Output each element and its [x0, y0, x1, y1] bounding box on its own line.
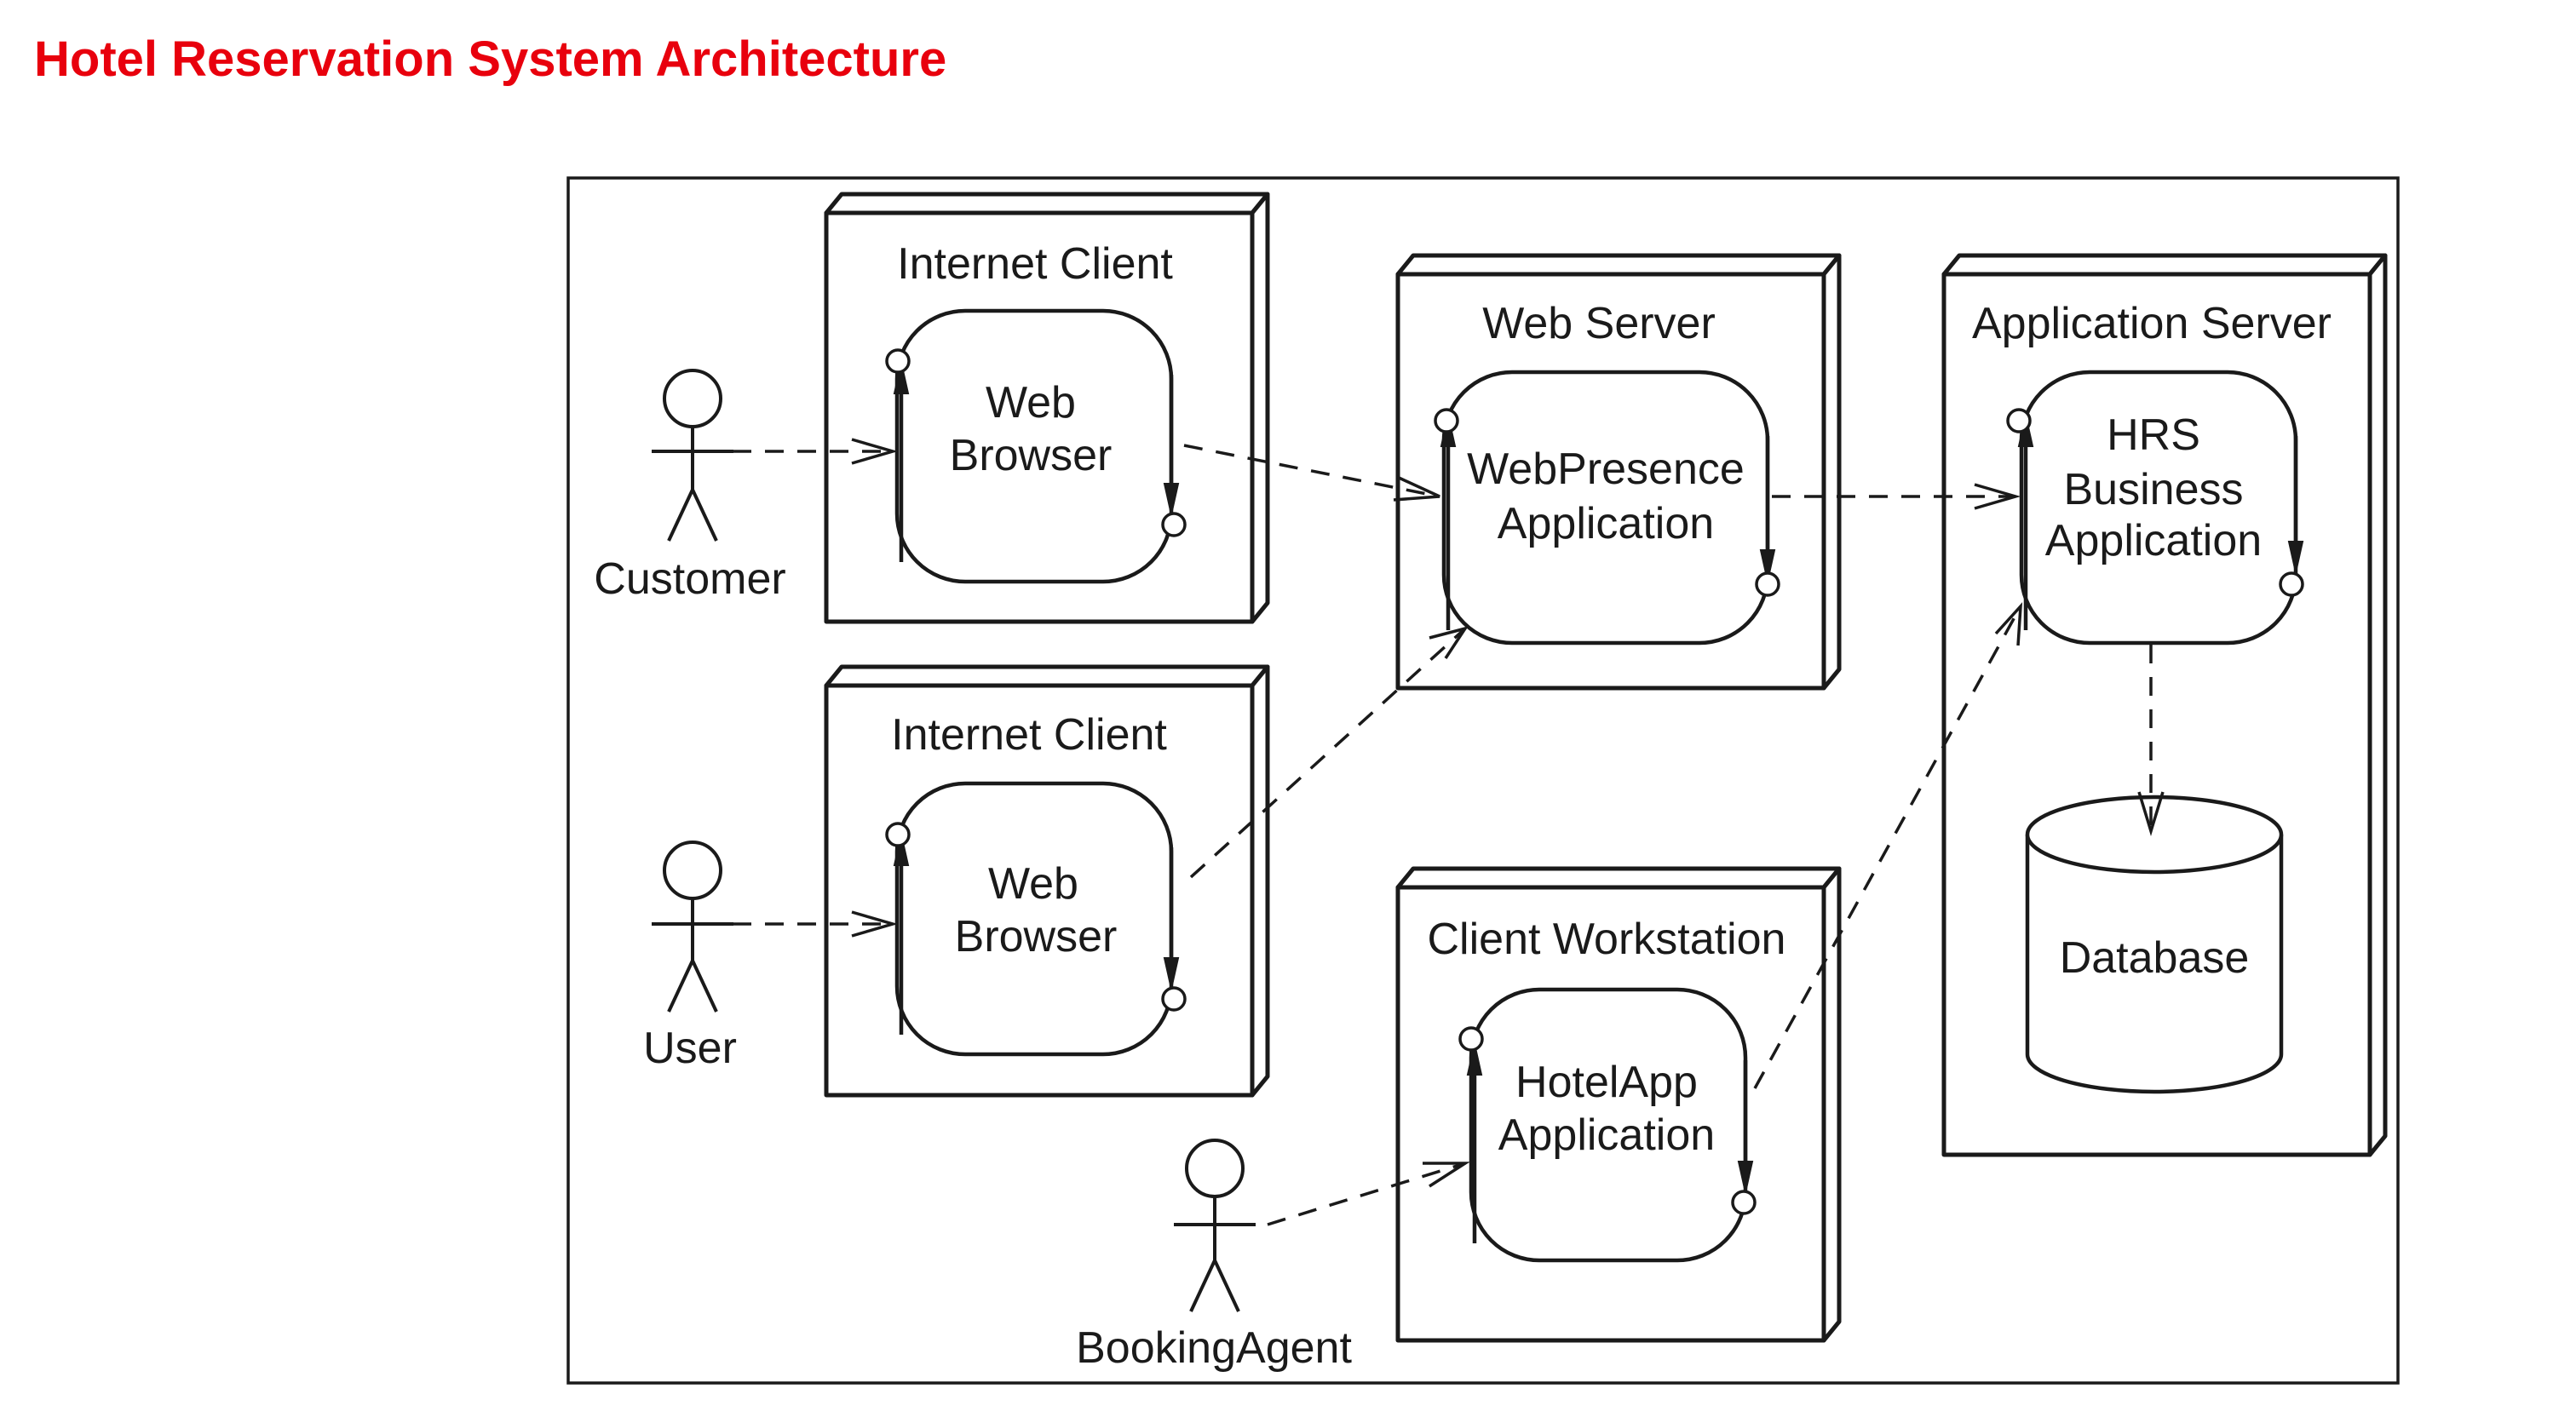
- diagram-frame: [566, 176, 2400, 1385]
- actor-label: User: [643, 1024, 737, 1073]
- dependency-user-to-browser-2: [733, 910, 899, 938]
- node-label: Application Server: [1972, 299, 2332, 348]
- node-label: Internet Client: [897, 239, 1173, 289]
- actor-booking-agent: BookingAgent: [1076, 1139, 1352, 1373]
- internal-flow-hrs-business: [2006, 408, 2304, 630]
- actor-user: User: [643, 841, 737, 1073]
- actor-label: BookingAgent: [1076, 1323, 1352, 1373]
- internal-flow-webpresence: [1434, 408, 1780, 630]
- dependency-hotelapp-to-hrs: [1753, 602, 2023, 1089]
- component-label-line: Application: [1498, 499, 1714, 548]
- component-web-browser-2: Web Browser: [894, 781, 1174, 1057]
- node-label: Internet Client: [891, 710, 1167, 760]
- component-hotelapp-application: HotelApp Application: [1469, 987, 1748, 1263]
- internal-flow-web-browser-1: [885, 348, 1187, 562]
- dependency-customer-to-browser-1: [733, 438, 899, 465]
- component-label-line: WebPresence: [1467, 445, 1745, 494]
- node-label: Web Server: [1482, 299, 1716, 348]
- component-label-line: Web: [988, 859, 1078, 909]
- component-label-line: HRS: [2107, 410, 2200, 460]
- dependency-bookingagent-to-hotelapp: [1267, 1162, 1470, 1226]
- dependency-hrs-to-database: [2137, 645, 2165, 837]
- component-label-line: HotelApp: [1515, 1058, 1698, 1107]
- dependency-browser-1-to-webpresence: [1183, 444, 1440, 502]
- component-label-line: Browser: [955, 912, 1118, 961]
- node-label: Client Workstation: [1428, 915, 1786, 964]
- component-hrs-business-application: HRS Business Application: [2019, 370, 2298, 646]
- page-title: Hotel Reservation System Architecture: [34, 32, 947, 87]
- component-label-line: Browser: [950, 431, 1113, 480]
- internal-flow-hotelapp: [1458, 1026, 1757, 1243]
- component-label-line: Web: [986, 378, 1076, 427]
- actor-customer: Customer: [594, 369, 786, 604]
- database-cylinder: Database: [2025, 795, 2284, 1094]
- component-label-line: Application: [1498, 1110, 1715, 1160]
- database-label: Database: [2060, 933, 2250, 983]
- component-label-line: Business: [2064, 465, 2244, 514]
- internal-flow-web-browser-2: [885, 822, 1187, 1035]
- dependency-browser-2-to-webpresence: [1189, 626, 1469, 879]
- actor-label: Customer: [594, 554, 785, 604]
- component-label-line: Application: [2045, 516, 2262, 565]
- component-webpresence-application: WebPresence Application: [1441, 370, 1770, 646]
- component-web-browser-1: Web Browser: [894, 308, 1174, 584]
- dependency-webpresence-to-hrs: [1772, 483, 2021, 510]
